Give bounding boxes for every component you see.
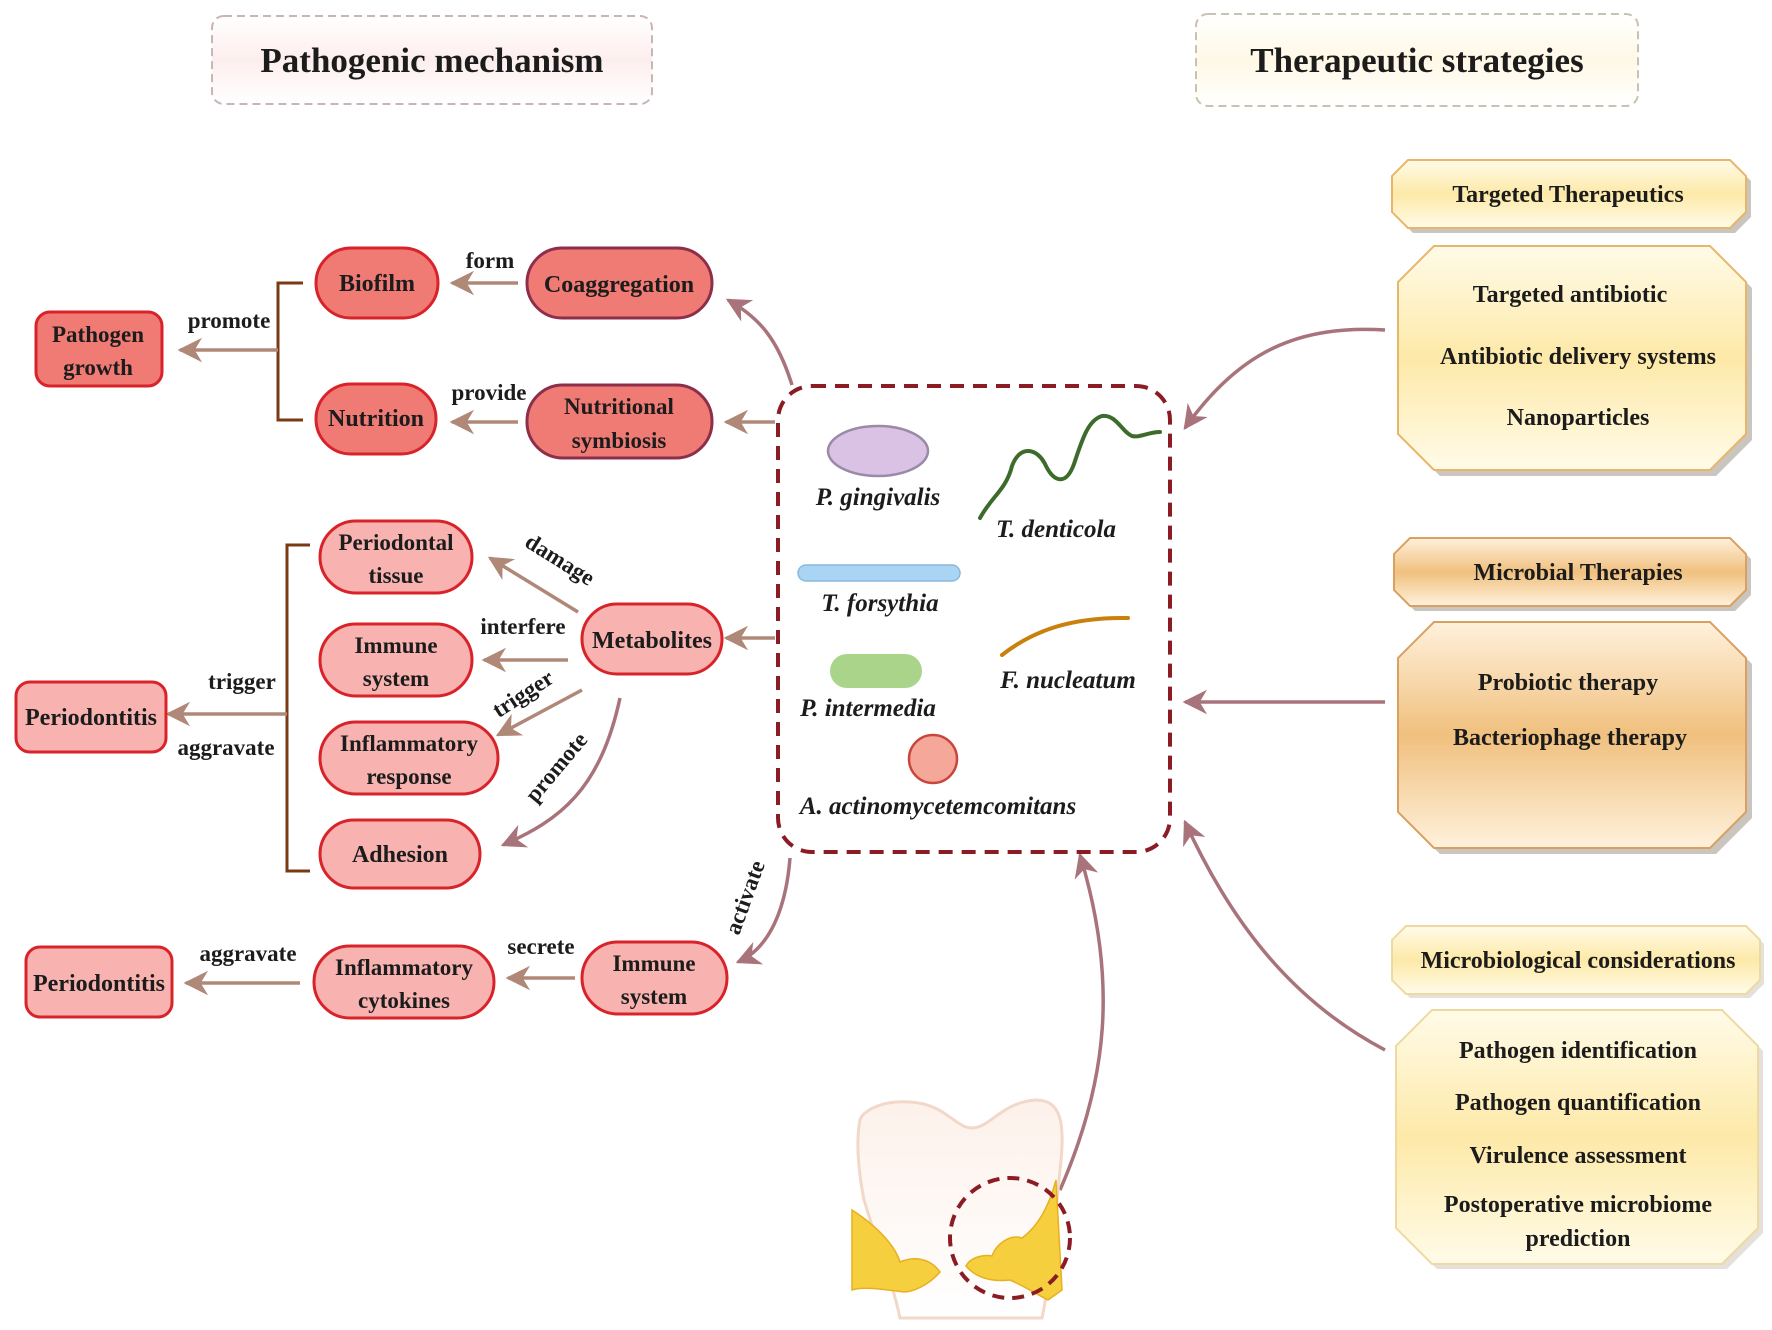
- node-periodontal-tissue: Periodontal tissue: [318, 519, 474, 595]
- arrow-tooth-box: [1058, 852, 1105, 1191]
- node-immune-system-1-line2: system: [363, 666, 429, 691]
- node-immune-system-2-line1: Immune: [612, 951, 695, 976]
- f-nucleatum-label: F. nucleatum: [999, 667, 1136, 694]
- node-nutrition-text: Nutrition: [328, 406, 424, 432]
- t-forsythia-cell: T. forsythia: [797, 564, 961, 617]
- node-adhesion-text: Adhesion: [352, 842, 448, 868]
- label-form: form: [466, 248, 515, 273]
- arrow-considerations-box: [1183, 819, 1386, 1052]
- therapy-considerations-item-5: prediction: [1526, 1226, 1631, 1252]
- therapy-targeted-box: Targeted antibiotic Antibiotic delivery …: [1397, 245, 1752, 476]
- arrow-metab-inflam: [495, 688, 583, 737]
- node-coaggregation: Coaggregation: [525, 246, 714, 320]
- label-damage: damage: [521, 529, 599, 591]
- node-biofilm-text: Biofilm: [339, 271, 415, 297]
- bracket-periodontitis: [285, 543, 310, 873]
- label-interfere: interfere: [480, 614, 565, 639]
- therapy-targeted-item-3: Nanoparticles: [1507, 405, 1650, 431]
- straight-arrows: [165, 270, 775, 996]
- label-activate: activate: [720, 857, 770, 938]
- node-metabolites: Metabolites: [580, 602, 724, 676]
- therapy-considerations-item-4: Postoperative microbiome: [1444, 1192, 1712, 1218]
- therapy-considerations-item-1: Pathogen identification: [1459, 1038, 1697, 1064]
- therapy-microbial-item-2: Bacteriophage therapy: [1453, 725, 1687, 751]
- therapy-targeted-title-text: Targeted Therapeutics: [1452, 182, 1683, 208]
- node-periodontitis-1-text: Periodontitis: [25, 705, 157, 731]
- label-trigger-1: trigger: [208, 669, 276, 694]
- node-immune-system-1: Immune system: [318, 622, 474, 698]
- arrow-targeted-box: [1183, 327, 1386, 431]
- therapy-considerations-title-text: Microbiological considerations: [1421, 948, 1736, 974]
- bacteria-box: [776, 384, 1172, 854]
- a-actino-cell: A. actinomycetemcomitans: [798, 733, 1076, 820]
- a-actino-label: A. actinomycetemcomitans: [798, 793, 1076, 820]
- arrow-box-immune: [735, 857, 792, 965]
- node-nutritional-symbiosis: Nutritional symbiosis: [525, 383, 714, 460]
- p-intermedia-label: P. intermedia: [799, 695, 936, 722]
- label-secrete: secrete: [507, 934, 574, 959]
- label-trigger-2: trigger: [488, 665, 558, 723]
- p-gingivalis-cell: P. gingivalis: [815, 424, 941, 511]
- node-periodontitis-2-text: Periodontitis: [33, 971, 165, 997]
- node-periodontitis-1: Periodontitis: [14, 680, 168, 754]
- tooth-highlight-circle: [948, 1176, 1072, 1300]
- node-periodontitis-2: Periodontitis: [24, 945, 174, 1019]
- node-nutrition: Nutrition: [314, 382, 438, 456]
- label-provide: provide: [452, 380, 527, 405]
- f-nucleatum-cell: F. nucleatum: [999, 615, 1136, 694]
- label-aggravate-1: aggravate: [177, 735, 274, 760]
- node-pathogen-growth: Pathogen growth: [34, 310, 164, 388]
- therapy-considerations-item-2: Pathogen quantification: [1455, 1090, 1701, 1116]
- header-therapeutic: Therapeutic strategies: [1195, 13, 1639, 107]
- therapy-microbial-title-text: Microbial Therapies: [1473, 560, 1682, 586]
- t-denticola-label: T. denticola: [996, 516, 1116, 543]
- header-pathogenic-text: Pathogenic mechanism: [260, 41, 603, 80]
- node-coaggregation-text: Coaggregation: [544, 272, 694, 298]
- node-nutritional-symbiosis-line2: symbiosis: [572, 428, 667, 453]
- therapy-considerations-item-3: Virulence assessment: [1469, 1143, 1686, 1169]
- label-promote-1: promote: [188, 308, 271, 333]
- node-pathogen-growth-line2: growth: [63, 355, 133, 380]
- therapy-considerations-title: Microbiological considerations: [1391, 925, 1764, 998]
- t-forsythia-label: T. forsythia: [821, 590, 938, 617]
- node-inflammatory-cytokines-line2: cytokines: [358, 988, 450, 1013]
- node-adhesion: Adhesion: [318, 818, 482, 890]
- therapy-targeted-item-2: Antibiotic delivery systems: [1440, 344, 1716, 370]
- arrow-metab-tissue: [487, 556, 579, 614]
- tooth-illustration: [851, 1098, 1072, 1320]
- p-gingivalis-label: P. gingivalis: [815, 484, 941, 511]
- header-pathogenic: Pathogenic mechanism: [211, 15, 653, 105]
- node-biofilm: Biofilm: [314, 246, 440, 320]
- node-periodontal-tissue-line2: tissue: [369, 563, 424, 588]
- therapy-microbial-item-1: Probiotic therapy: [1478, 670, 1658, 696]
- t-denticola-cell: T. denticola: [978, 413, 1162, 543]
- node-metabolites-text: Metabolites: [592, 628, 712, 654]
- node-nutritional-symbiosis-line1: Nutritional: [564, 394, 674, 419]
- therapy-targeted-title: Targeted Therapeutics: [1391, 159, 1751, 233]
- node-inflammatory-response-line1: Inflammatory: [340, 731, 478, 756]
- node-inflammatory-cytokines: Inflammatory cytokines: [312, 944, 496, 1020]
- therapy-microbial-box: Probiotic therapy Bacteriophage therapy: [1397, 621, 1752, 854]
- node-immune-system-1-line1: Immune: [354, 633, 437, 658]
- label-promote-2: promote: [520, 727, 592, 806]
- therapy-targeted-item-1: Targeted antibiotic: [1473, 282, 1668, 308]
- p-intermedia-cell: P. intermedia: [799, 654, 936, 722]
- label-aggravate-2: aggravate: [199, 941, 296, 966]
- node-immune-system-2-line2: system: [621, 984, 687, 1009]
- node-periodontal-tissue-line1: Periodontal: [339, 530, 454, 555]
- node-pathogen-growth-line1: Pathogen: [52, 322, 144, 347]
- node-inflammatory-response: Inflammatory response: [318, 720, 500, 796]
- therapy-considerations-box: Pathogen identification Pathogen quantif…: [1395, 1009, 1763, 1269]
- node-inflammatory-response-line2: response: [366, 764, 451, 789]
- therapy-microbial-title: Microbial Therapies: [1393, 537, 1751, 611]
- curved-arrows: [500, 298, 1386, 1191]
- header-therapeutic-text: Therapeutic strategies: [1250, 41, 1583, 80]
- arrow-metab-adhesion: [500, 697, 622, 848]
- node-inflammatory-cytokines-line1: Inflammatory: [335, 955, 473, 980]
- node-immune-system-2: Immune system: [580, 940, 729, 1016]
- arrow-box-coaggregation: [725, 298, 794, 386]
